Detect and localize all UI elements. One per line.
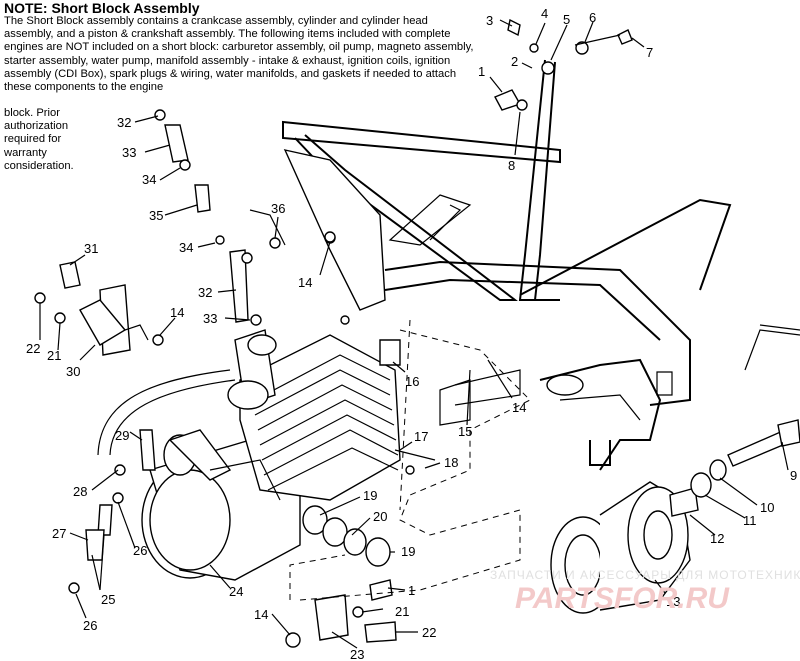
callout: 36: [271, 201, 285, 216]
callout: 30: [66, 364, 80, 379]
leader-lines: [39, 19, 789, 649]
callout: 20: [373, 509, 387, 524]
callout: 31: [84, 241, 98, 256]
watermark-tagline: ЗАПЧАСТИ И АКСЕССУАРЫ ДЛЯ МОТОТЕХНИКИ: [490, 568, 800, 582]
callout: 19: [363, 488, 377, 503]
callout: 1: [478, 64, 485, 79]
callout: 21: [47, 348, 61, 363]
upper-fasteners: [494, 18, 633, 111]
left-bracket: [34, 261, 164, 356]
fuel-hose: [97, 369, 236, 476]
callout: 1: [408, 583, 415, 598]
callout: 23: [350, 647, 364, 661]
note-tail: block. Prior authorization required for …: [4, 107, 74, 172]
callout: 10: [760, 500, 774, 515]
clamp-rings: [302, 505, 391, 567]
callout: 14: [298, 275, 312, 290]
upper-hose-parts: [154, 109, 336, 326]
callout-labels: 3 4 5 6 7 1 2 8 32 33 34 35 36 34 14 31 …: [26, 6, 797, 661]
callout: 32: [198, 285, 212, 300]
callout: 4: [541, 6, 548, 21]
callout: 33: [122, 145, 136, 160]
callout: 11: [743, 513, 757, 528]
callout: 32: [117, 115, 131, 130]
lower-left-fittings: [68, 492, 124, 594]
callout: 5: [563, 12, 570, 27]
callout: 14: [170, 305, 184, 320]
callout: 34: [179, 240, 193, 255]
callout: 14: [512, 400, 526, 415]
callout: 29: [115, 428, 129, 443]
callout: 22: [422, 625, 436, 640]
note-body: The Short Block assembly contains a cran…: [4, 15, 474, 94]
callout: 6: [589, 10, 596, 25]
note-title: NOTE: Short Block Assembly: [4, 0, 200, 16]
outline-dashes: [289, 319, 531, 601]
callout: 28: [73, 484, 87, 499]
drive-clutch: [550, 419, 800, 614]
callout: 18: [444, 455, 458, 470]
callout: 24: [229, 584, 243, 599]
callout: 7: [646, 45, 653, 60]
bottom-bracket: [285, 579, 397, 648]
callout: 3: [486, 13, 493, 28]
callout: 22: [26, 341, 40, 356]
callout: 21: [395, 604, 409, 619]
callout: 9: [790, 468, 797, 483]
callout: 16: [405, 374, 419, 389]
callout: 19: [401, 544, 415, 559]
callout: 15: [458, 424, 472, 439]
engine-assembly: [141, 329, 401, 581]
watermark-logo: PARTSFOR.RU: [515, 582, 730, 615]
callout: 8: [508, 158, 515, 173]
callout: 33: [203, 311, 217, 326]
callout: 35: [149, 208, 163, 223]
callout: 25: [101, 592, 115, 607]
callout: 13: [666, 594, 680, 609]
callout: 14: [254, 607, 268, 622]
callout: 12: [710, 531, 724, 546]
callout: 2: [511, 54, 518, 69]
callout: 17: [414, 429, 428, 444]
callout: 27: [52, 526, 66, 541]
callout: 34: [142, 172, 156, 187]
callout: 26: [83, 618, 97, 633]
watermark: ЗАПЧАСТИ И АКСЕССУАРЫ ДЛЯ МОТОТЕХНИКИ PA…: [490, 568, 800, 615]
sensor-parts: [379, 339, 436, 475]
callout: 26: [133, 543, 147, 558]
